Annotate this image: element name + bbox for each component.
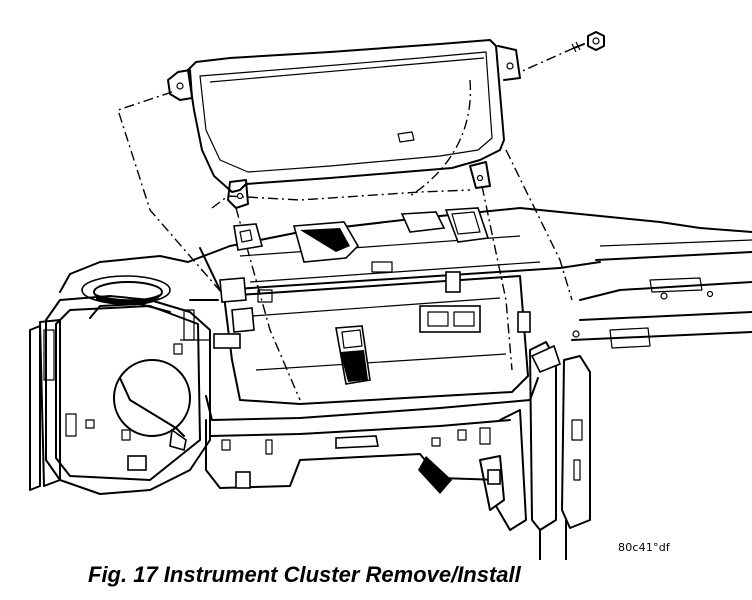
cluster-bezel <box>167 39 521 209</box>
figure-reference-code: 80c41°df <box>618 541 670 554</box>
instrument-panel <box>29 207 752 560</box>
alignment-lines <box>117 47 575 401</box>
instrument-cluster-diagram <box>29 31 752 560</box>
figure-caption: Fig. 17 Instrument Cluster Remove/Instal… <box>88 562 521 587</box>
mounting-screw <box>571 31 605 53</box>
